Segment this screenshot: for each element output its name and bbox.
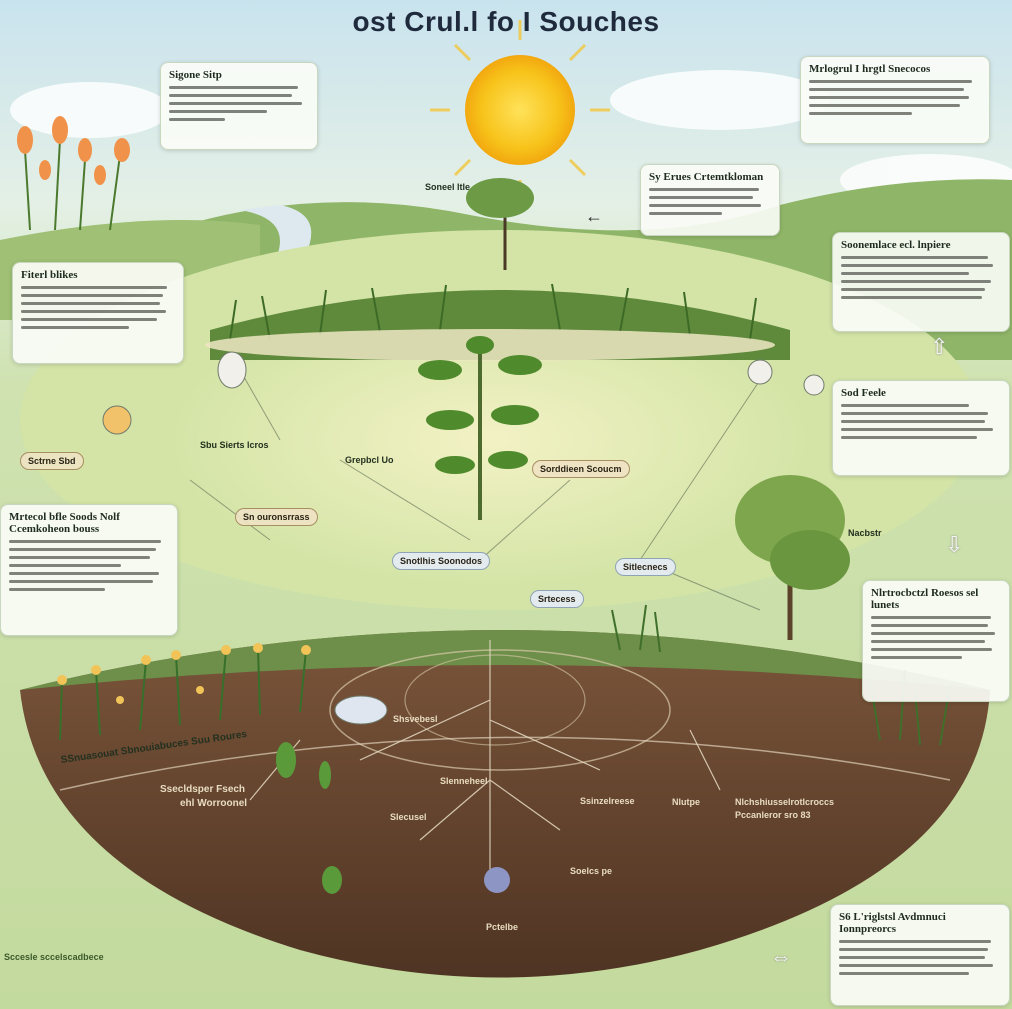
meadow-grass [229,283,757,341]
callout-heading: Soonemlace ecl. lnpiere [841,239,951,251]
callout-top-left: Sigone Sitp [160,62,318,150]
callout-heading: Mrlogrul I hrgtl Snecocos [809,63,931,75]
center-label-a: Grepbcl Uo [345,455,394,465]
orange-flowers-icon [17,116,130,231]
soil-bottom-right-label: Soelcs pe [570,866,613,876]
pill-right-small: Srtecess [530,590,584,608]
seed-marker [484,867,510,893]
callout-left-middle: Mrtecol bfle Soods Nolf Ccemkoheon bouss [0,504,178,636]
callout-mid-right-upper: Sy Erues Crtemtkloman [640,164,780,236]
wildflowers-icon [57,643,311,741]
sapling-icon [418,336,542,520]
left-arrow-icon: ← [585,206,603,226]
sprout-icon [276,742,342,894]
soil-mid-label: Slecusel [390,812,427,822]
callout-heading: Mrtecol bfle Soods Nolf Ccemkoheon bouss [9,511,120,535]
center-label-b: Sorddieen Scoucm [532,460,630,478]
pill-center: Snotlhis Soonodos [392,552,490,570]
soil-bottom-label: Pctelbe [486,922,519,932]
soil-small-label: Shsvebesl [393,714,438,724]
callout-bottom-right: S6 L'riglstsl Avdmnuci Ionnpreorcs [830,904,1010,1006]
callout-heading: Sod Feele [841,387,886,399]
right-tree-label: Nacbstr [848,528,882,538]
small-tree-icon [466,178,534,270]
callout-right-lower: Nlrtrocbctzl Roesos sel lunets [862,580,1010,702]
soil-right-c-label: Pccanleror sro 83 [735,810,811,820]
pill-left: Sn ouronsrrass [235,508,318,526]
mid-left-label: Sbu Sierts lcros [200,440,269,450]
soil-center-right-label: Ssinzelreese [580,796,635,806]
soil-center-label: Slenneheel [440,776,488,786]
page-title: ost Crul.l fo I Souches [352,6,660,37]
pill-center-right: Sitlecnecs [615,558,676,576]
left-right-arrow-icon: ⇔ [770,944,792,969]
soil-left-sub: ehl Worroonel [180,798,248,809]
soil-right-b-label: Nlchshiusselrotlcroccs [735,797,835,807]
callout-heading: Sy Erues Crtemtkloman [649,171,764,183]
right-tree-icon [735,475,850,640]
callout-heading: Nlrtrocbctzl Roesos sel lunets [871,587,979,611]
jar-icons [102,351,825,725]
seed-pill: Sctrne Sbd [20,452,84,470]
callout-heading: Fiterl blikes [21,269,78,281]
soil-right-a-label: Nlutpe [672,797,700,807]
callout-left-upper: Fiterl blikes [12,262,184,364]
callout-heading: Sigone Sitp [169,69,222,81]
callout-top-right: Mrlogrul I hrgtl Snecocos [800,56,990,144]
sun-tag-label: Soneel ltle [425,182,471,192]
callout-right-middle: Sod Feele [832,380,1010,476]
callout-right-upper: Soonemlace ecl. lnpiere [832,232,1010,332]
down-arrow-icon: ⇩ [945,532,964,557]
up-arrow-icon: ⇧ [930,334,949,359]
soil-left-title: Ssecldsper Fsech [160,784,246,795]
callout-heading: S6 L'riglstsl Avdmnuci Ionnpreorcs [839,911,946,935]
sun-icon [430,20,610,200]
bottom-left-note: Sccesle sccelscadbece [4,952,104,962]
